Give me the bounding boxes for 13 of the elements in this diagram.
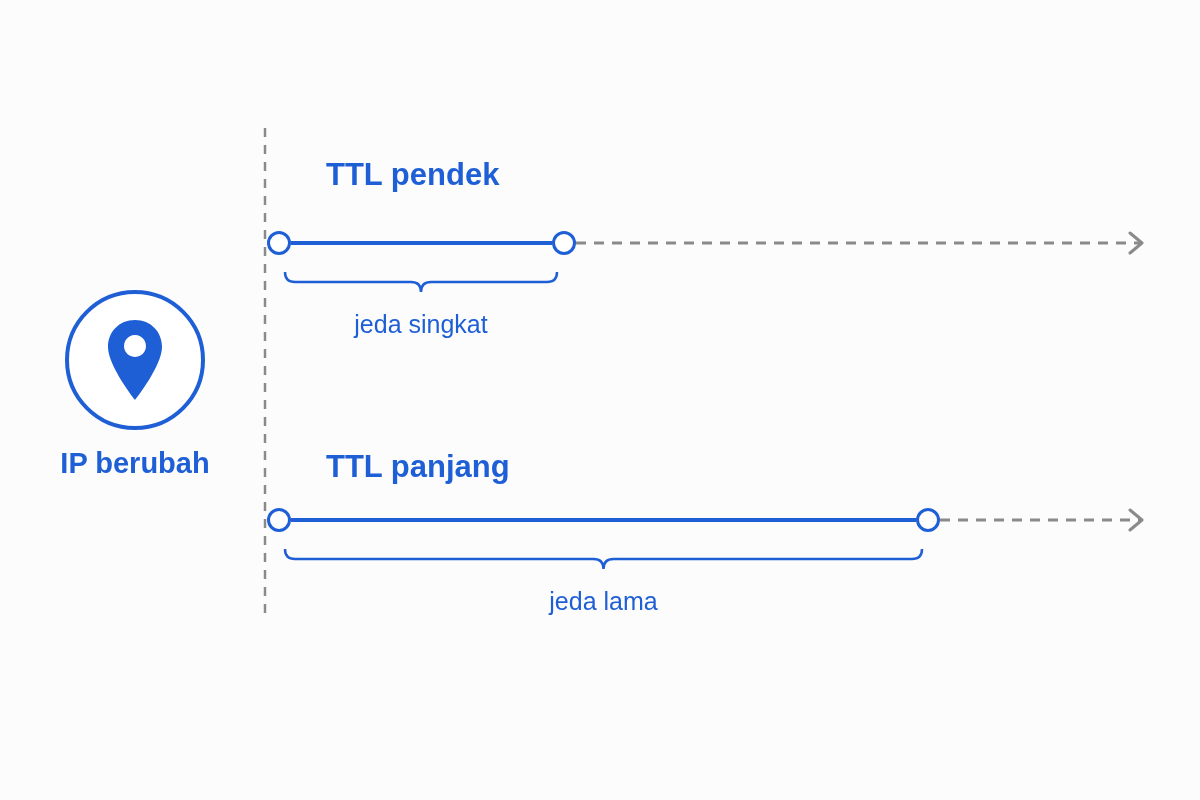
timeline-point [916, 508, 940, 532]
dashed-arrow [576, 231, 1144, 255]
timeline-point [267, 231, 291, 255]
timeline-point [267, 508, 291, 532]
timeline-title: TTL pendek [326, 157, 500, 192]
timeline-point [552, 231, 576, 255]
timeline-bar [291, 241, 552, 245]
dashed-arrow [940, 508, 1144, 532]
timeline-title: TTL panjang [326, 449, 510, 484]
dimension-label: jeda singkat [354, 310, 488, 338]
node-label: IP berubah [60, 446, 210, 481]
dimension-label: jeda lama [549, 587, 658, 615]
timeline-bar [291, 518, 916, 522]
